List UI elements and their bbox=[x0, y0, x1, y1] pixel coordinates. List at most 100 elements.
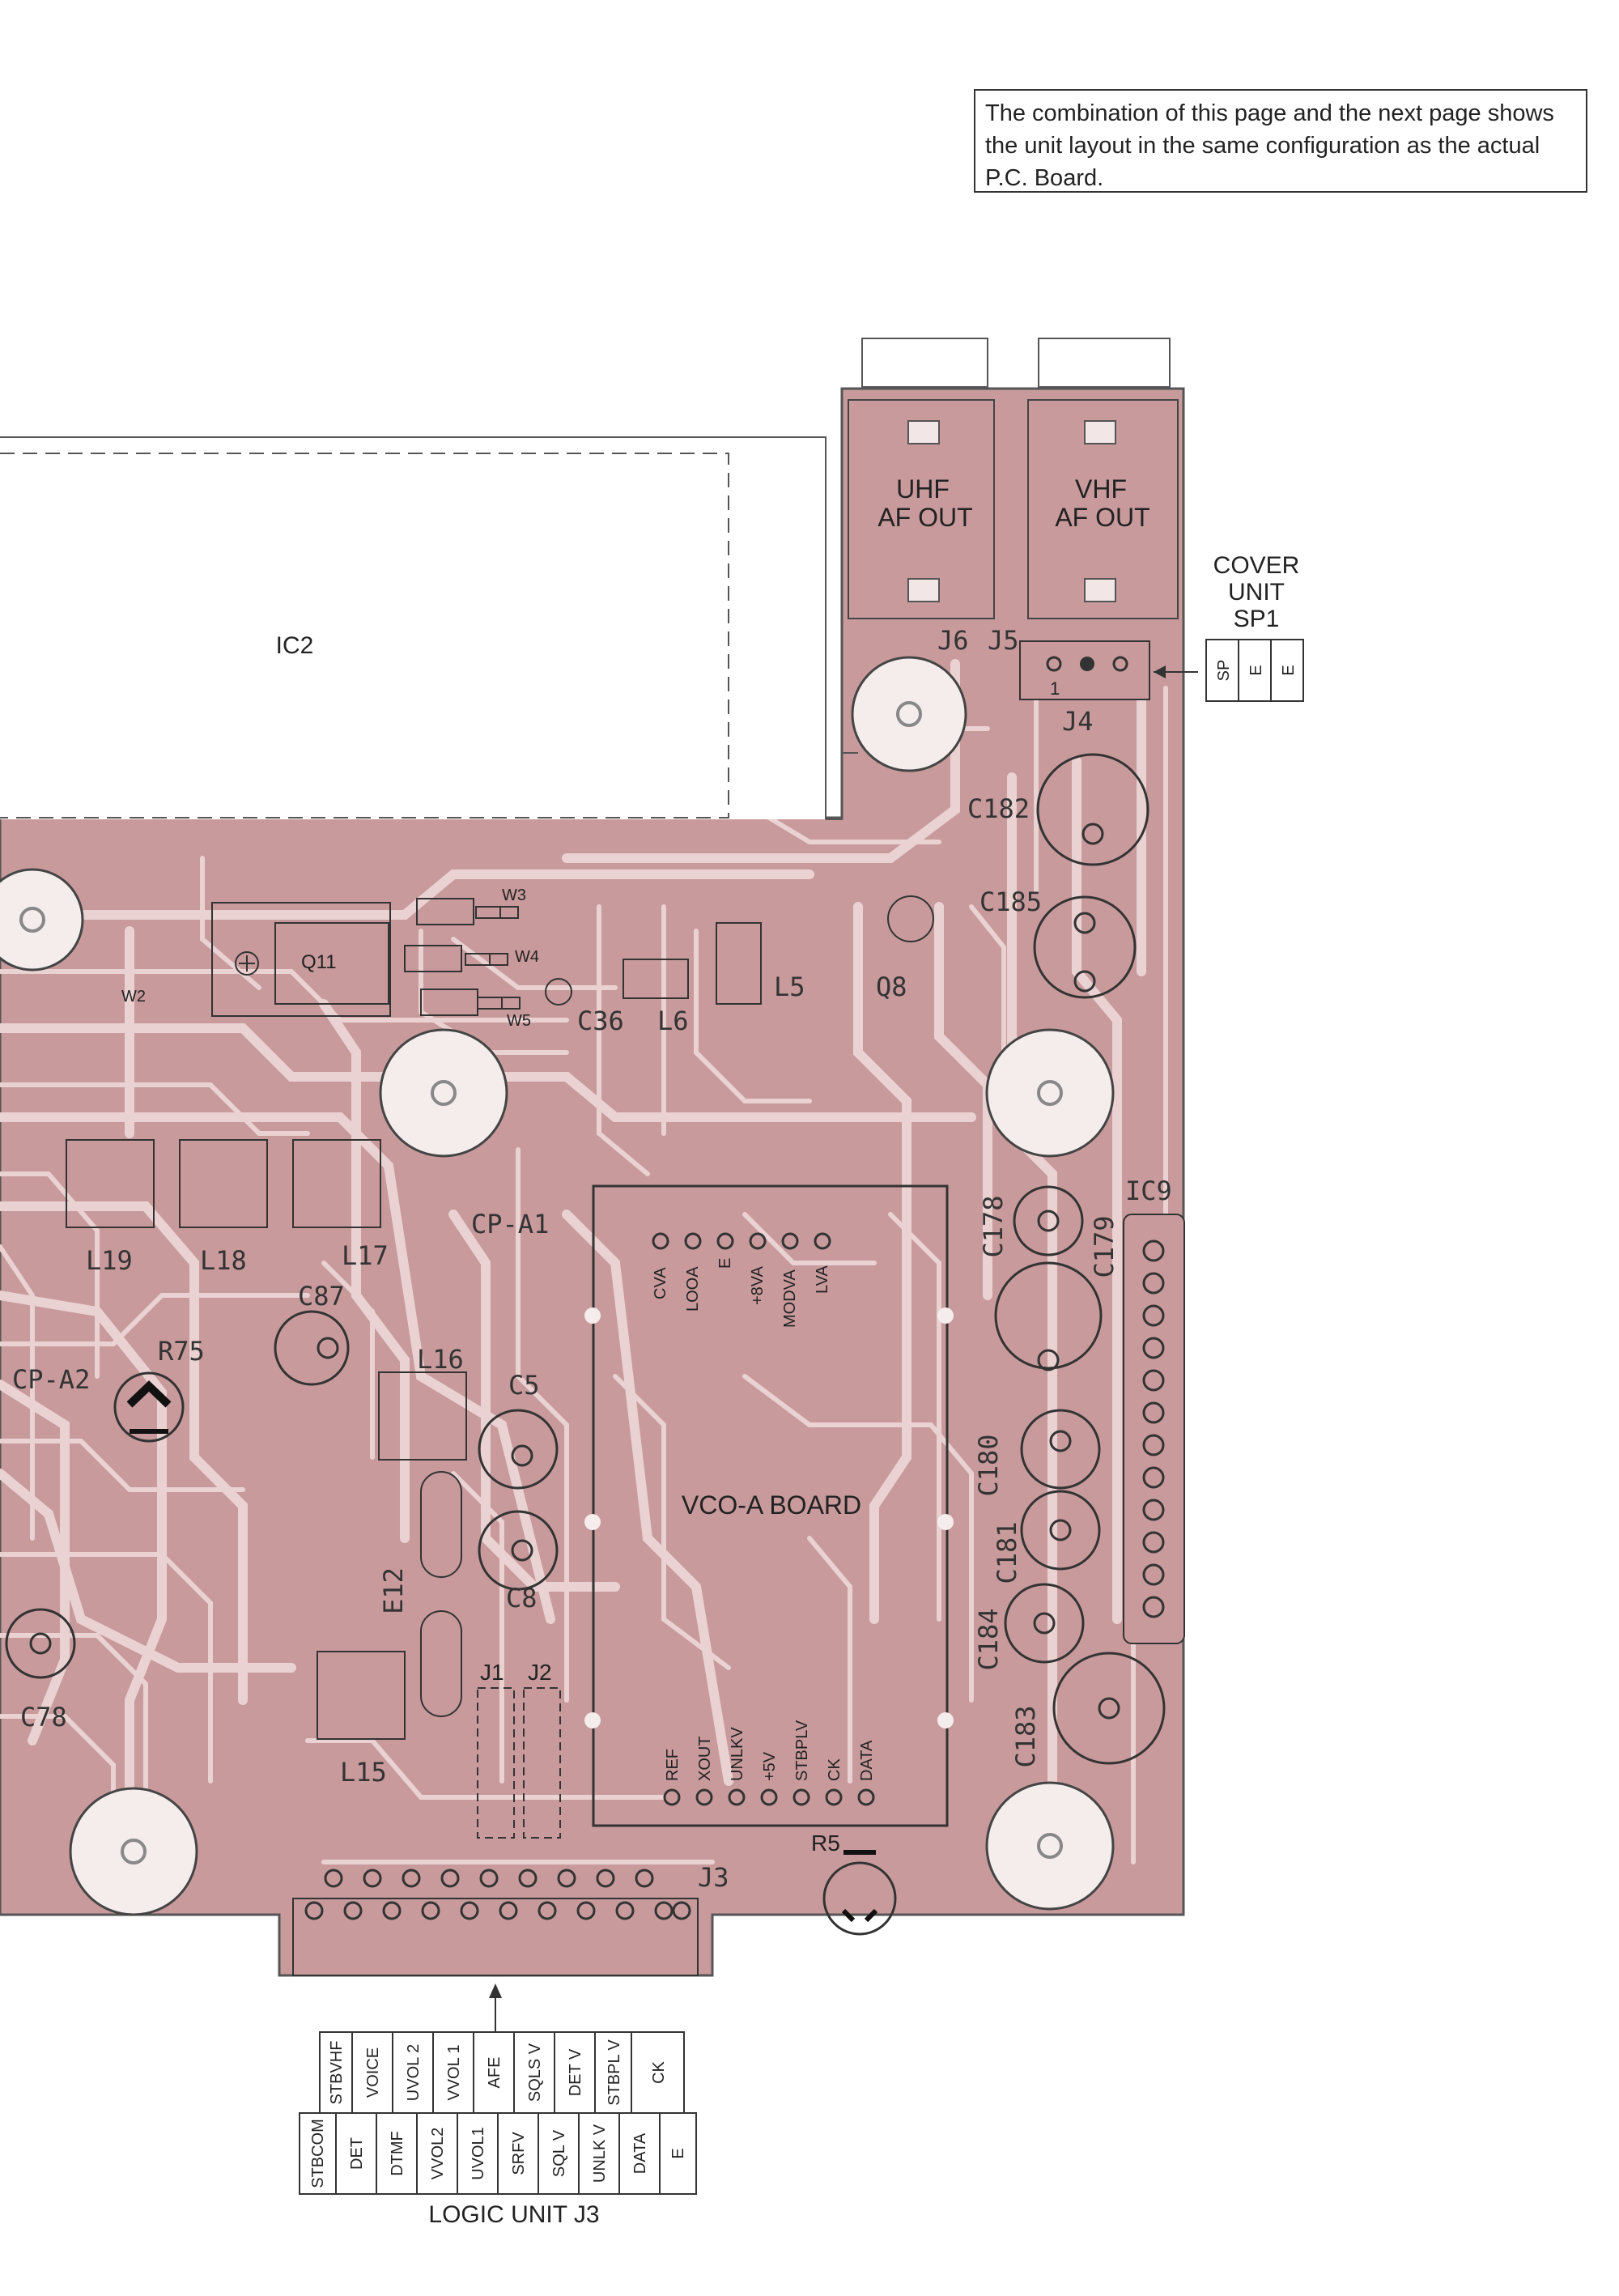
c182-label: C182 bbox=[967, 793, 1030, 824]
j5-label: J5 bbox=[988, 625, 1019, 656]
j3-bottom-pin-8: UNLK V bbox=[591, 2124, 609, 2183]
mounting-holes bbox=[0, 656, 1115, 1916]
vco-pin-looa: LOOA bbox=[684, 1266, 702, 1312]
j4-label: J4 bbox=[1062, 706, 1094, 737]
ic2-region bbox=[0, 436, 858, 820]
cp-a2-label: CP-A2 bbox=[12, 1364, 90, 1395]
j3-top-pin-4: VVOL 1 bbox=[445, 2044, 463, 2100]
w3-label: W3 bbox=[502, 887, 526, 904]
cover-pin-e1: E bbox=[1247, 665, 1265, 675]
c5-label: C5 bbox=[508, 1370, 540, 1401]
coils bbox=[66, 1139, 467, 1740]
c36-label: C36 bbox=[577, 1006, 624, 1036]
j3-top-pin-5: AFE bbox=[486, 2057, 504, 2089]
l18-label: L18 bbox=[200, 1245, 247, 1276]
c8-label: C8 bbox=[506, 1583, 538, 1614]
j4-pin1-label: 1 bbox=[1050, 678, 1060, 699]
vco-pin-lva: LVA bbox=[814, 1265, 831, 1294]
j6-title: UHF bbox=[896, 474, 950, 504]
vco-pin-unlkv: UNLKV bbox=[729, 1727, 746, 1781]
j6-label: J6 bbox=[937, 625, 969, 656]
vco-pin-xout: XOUT bbox=[696, 1736, 714, 1781]
cover-pin-e2: E bbox=[1280, 665, 1298, 675]
vco-a-board bbox=[584, 1184, 954, 1827]
j3-top-pin-1: STBVHF bbox=[328, 2041, 346, 2105]
c87-label: C87 bbox=[298, 1281, 345, 1312]
q11-label: Q11 bbox=[301, 951, 337, 973]
vco-pin-8va: +8VA bbox=[749, 1265, 767, 1305]
ic9-label: IC9 bbox=[1125, 1176, 1172, 1206]
cover-unit-line1: COVER bbox=[1213, 552, 1300, 579]
cp-a1-label: CP-A1 bbox=[471, 1209, 549, 1239]
layout-note: The combination of this page and the nex… bbox=[974, 89, 1587, 193]
w5-label: W5 bbox=[507, 1012, 531, 1030]
electrolytic-capacitors bbox=[5, 753, 1166, 1936]
vco-board-title: VCO-A BOARD bbox=[682, 1490, 861, 1520]
resistors-r75-r5 bbox=[113, 1371, 878, 1923]
cover-unit-pin-table bbox=[1205, 639, 1304, 702]
j5-subtitle: AF OUT bbox=[1055, 503, 1149, 532]
vco-pin-ck: CK bbox=[826, 1758, 843, 1781]
j3-top-pin-3: UVOL 2 bbox=[405, 2044, 423, 2101]
j3-top-pin-9: CK bbox=[650, 2060, 668, 2083]
j3-bottom-pin-6: SRFV bbox=[510, 2132, 528, 2175]
j3-bottom-pin-1: STBCOM bbox=[309, 2119, 327, 2188]
ic9-connector bbox=[1123, 1214, 1185, 1644]
cover-unit-line2: UNIT bbox=[1228, 579, 1285, 606]
q11-group bbox=[211, 895, 934, 1017]
cover-pin-sp: SP bbox=[1215, 660, 1233, 682]
c183-label: C183 bbox=[1010, 1705, 1041, 1767]
c185-label: C185 bbox=[979, 887, 1042, 917]
j3-bottom-pin-5: UVOL1 bbox=[470, 2127, 487, 2180]
vco-pin-modva: MODVA bbox=[781, 1269, 799, 1328]
j5-title: VHF bbox=[1075, 474, 1127, 504]
jack-j6 bbox=[848, 338, 995, 619]
jack-j5 bbox=[1027, 338, 1179, 619]
j3-bottom-pin-3: DTMF bbox=[389, 2131, 406, 2176]
r75-label: R75 bbox=[158, 1336, 205, 1367]
j3-bottom-pin-7: SQL V bbox=[550, 2129, 568, 2177]
l15-label: L15 bbox=[340, 1757, 387, 1788]
l5-label: L5 bbox=[774, 972, 805, 1002]
j3-label: J3 bbox=[698, 1862, 729, 1893]
vco-pin-e: E bbox=[716, 1258, 734, 1269]
j3-top-pin-2: VOICE bbox=[364, 2047, 382, 2098]
l6-label: L6 bbox=[657, 1006, 689, 1036]
c180-label: C180 bbox=[973, 1434, 1004, 1496]
j3-bottom-pin-4: VVOL2 bbox=[429, 2128, 447, 2179]
vco-pin-cva: CVA bbox=[652, 1267, 669, 1299]
vco-pin-data: DATA bbox=[858, 1740, 876, 1781]
j2-label: J2 bbox=[528, 1660, 552, 1685]
r5-label: R5 bbox=[811, 1830, 840, 1856]
c184-label: C184 bbox=[973, 1608, 1004, 1670]
logic-unit-j3-title: LOGIC UNIT J3 bbox=[428, 2201, 599, 2228]
j6-subtitle: AF OUT bbox=[877, 503, 972, 532]
vco-pin-stbplv: STBPLV bbox=[793, 1720, 811, 1781]
q8-label: Q8 bbox=[876, 972, 907, 1002]
connector-j3 bbox=[292, 1869, 699, 2048]
logic-unit-j3-table bbox=[299, 2031, 697, 2195]
connector-j4 bbox=[1019, 640, 1198, 700]
c78-label: C78 bbox=[20, 1702, 67, 1733]
l16-label: L16 bbox=[417, 1344, 464, 1375]
c181-label: C181 bbox=[992, 1521, 1022, 1584]
cover-unit-line3: SP1 bbox=[1234, 606, 1280, 632]
pcb-board bbox=[0, 387, 1185, 1977]
l17-label: L17 bbox=[342, 1240, 389, 1271]
w4-label: W4 bbox=[515, 948, 539, 966]
j3-bottom-pin-2: DET bbox=[348, 2137, 366, 2170]
j3-bottom-pin-9: DATA bbox=[631, 2132, 649, 2174]
e12-j1-j2 bbox=[420, 1471, 561, 1839]
j3-top-pin-8: STBPL V bbox=[606, 2039, 623, 2106]
j3-top-pin-6: SQLS V bbox=[526, 2043, 544, 2102]
e12-label: E12 bbox=[378, 1567, 409, 1614]
j3-top-pin-7: DET V bbox=[567, 2048, 584, 2096]
ic2-label: IC2 bbox=[276, 632, 314, 659]
vco-pin-ref: REF bbox=[664, 1749, 682, 1781]
vco-pin-5v: +5V bbox=[761, 1751, 779, 1781]
c179-label: C179 bbox=[1089, 1215, 1120, 1278]
c178-label: C178 bbox=[978, 1195, 1009, 1257]
w2-label: W2 bbox=[121, 988, 146, 1006]
l19-label: L19 bbox=[86, 1245, 133, 1276]
